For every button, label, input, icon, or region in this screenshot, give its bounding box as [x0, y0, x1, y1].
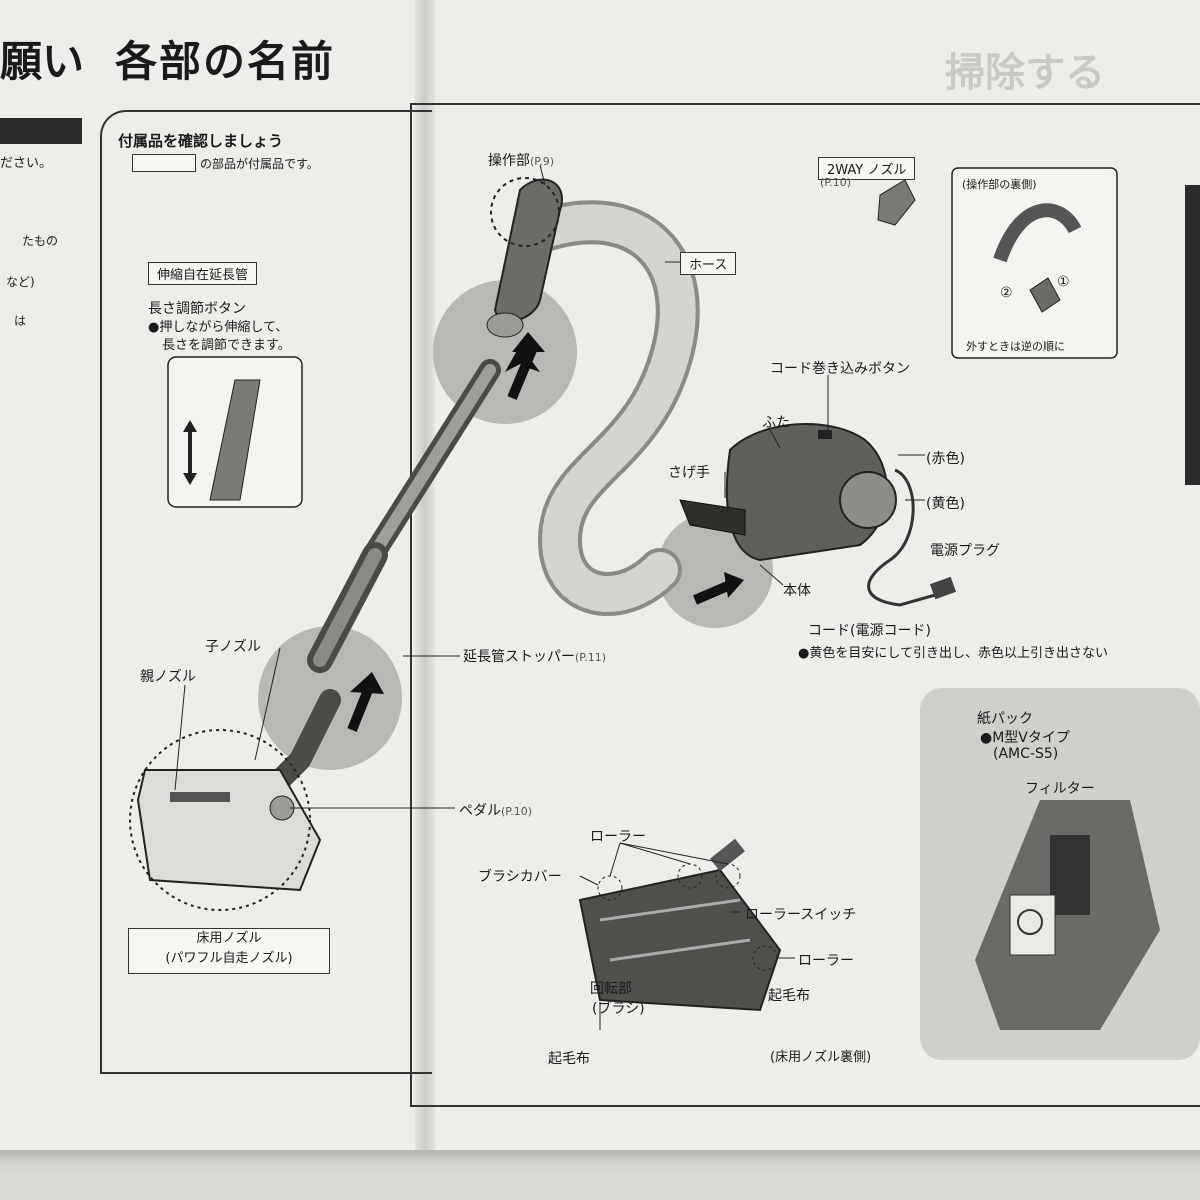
carry-handle-label: さげ手 [668, 465, 710, 481]
page-title: 各部の名前 [115, 37, 336, 86]
left-margin-line-1: ださい。 [0, 156, 53, 171]
floor-nozzle-subtitle: (パワフル自走ノズル) [165, 951, 293, 966]
rotary-part-label: 回転部 [590, 981, 632, 997]
accessory-color-swatch [132, 154, 196, 172]
left-margin-line-4: は [14, 314, 27, 328]
raised-cloth-bottom-label: 起毛布 [548, 1051, 590, 1067]
two-way-nozzle-ref: (P.10) [820, 176, 851, 189]
power-plug-label: 電源プラグ [930, 543, 1000, 559]
red-mark-label: (赤色) [926, 451, 965, 467]
paper-bag-model: (AMC-S5) [993, 746, 1059, 762]
roller-right-label: ローラー [798, 953, 854, 969]
rotary-brush-label: (ブラシ) [592, 1001, 645, 1017]
parent-nozzle-label: 親ノズル [140, 669, 196, 685]
two-way-inset-note: 外すときは逆の順に [966, 340, 1065, 353]
pedal-text: ペダル [459, 803, 501, 819]
next-page-ghost-title: 掃除する [945, 50, 1105, 96]
raised-cloth-right-label: 起毛布 [768, 988, 810, 1004]
left-margin-line-3: など) [6, 275, 35, 289]
child-nozzle-label: 子ノズル [205, 639, 261, 655]
length-button-desc-1: ●押しながら伸縮して、 [148, 320, 289, 335]
roller-top-label: ローラー [590, 829, 646, 845]
brush-cover-label: ブラシカバー [478, 869, 562, 885]
underside-caption: (床用ノズル裏側) [770, 1050, 872, 1065]
page-fold [415, 0, 435, 1150]
roller-switch-label: ローラースイッチ [745, 907, 857, 923]
cord-note: ●黄色を目安にして引き出し、赤色以上引き出さない [798, 646, 1108, 661]
hose-label: ホース [680, 252, 737, 275]
pedal-label: ペダル(P.10) [459, 800, 532, 820]
left-margin-line-2: たもの [22, 234, 59, 248]
paper-bag-type: ●M型Vタイプ [980, 730, 1070, 746]
pipe-stopper-text: 延長管ストッパー [463, 649, 575, 665]
filter-label: フィルター [1025, 781, 1095, 797]
left-page-title-fragment: 願い [0, 37, 85, 86]
two-way-inset-title: (操作部の裏側) [962, 178, 1037, 191]
power-cord-label: コード(電源コード) [808, 623, 931, 639]
control-unit-ref: (P.9) [530, 155, 554, 168]
next-page-tab [1185, 185, 1200, 485]
control-unit-label: 操作部(P.9) [488, 150, 554, 170]
accessories-heading: 付属品を確認しましょう [118, 132, 284, 150]
lid-label: ふた [762, 415, 790, 431]
nozzle-callout-circle [129, 729, 311, 911]
two-way-nozzle-label: 2WAY ノズル [818, 157, 916, 180]
floor-nozzle-box: 床用ノズル (パワフル自走ノズル) [128, 928, 330, 974]
main-body-label: 本体 [783, 583, 811, 599]
handle-callout-circle [490, 177, 560, 247]
accessories-note: の部品が付属品です。 [200, 157, 319, 171]
pedal-ref: (P.10) [501, 805, 532, 818]
pipe-stopper-ref: (P.11) [575, 651, 606, 664]
two-way-step-1: ① [1057, 274, 1070, 290]
cord-rewind-button-label: コード巻き込みボタン [770, 361, 910, 377]
yellow-mark-label: (黄色) [926, 496, 965, 512]
two-way-step-2: ② [1000, 285, 1013, 301]
right-frame [410, 103, 1200, 1107]
paper-bag-label: 紙パック [977, 711, 1033, 727]
extension-pipe-label: 伸縮自在延長管 [148, 262, 258, 285]
length-button-label: 長さ調節ボタン [148, 301, 246, 317]
left-section-band [0, 118, 82, 144]
control-unit-text: 操作部 [488, 153, 530, 169]
floor-nozzle-title: 床用ノズル [196, 931, 262, 946]
left-frame [100, 110, 432, 1074]
pipe-stopper-label: 延長管ストッパー(P.11) [463, 646, 606, 666]
length-button-desc-2: 長さを調節できます。 [162, 338, 291, 353]
